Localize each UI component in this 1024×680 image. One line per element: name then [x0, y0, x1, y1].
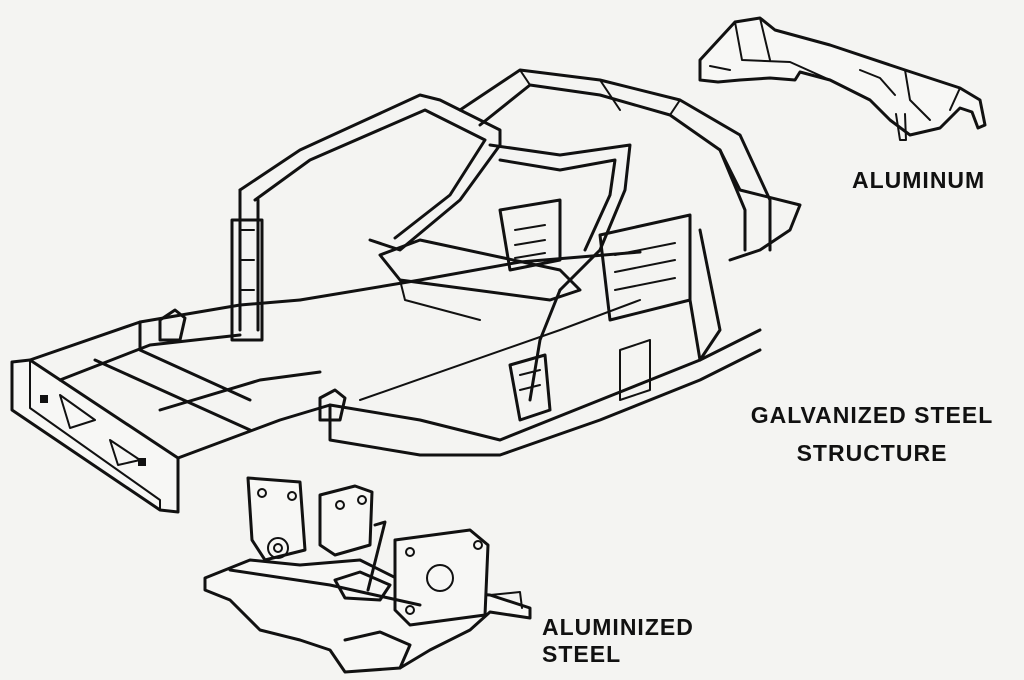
galvanized-steel-structure: [10, 68, 802, 514]
front-bumper-plate: [10, 358, 180, 514]
label-aluminized-line2: STEEL: [542, 641, 622, 667]
label-galvanized-line2: STRUCTURE: [796, 440, 948, 466]
aluminized-steel-cradle: [203, 476, 532, 674]
label-aluminized-line1: ALUMINIZED: [542, 614, 694, 640]
label-aluminum-text: ALUMINUM: [852, 167, 986, 193]
mount-plate-right: [393, 528, 490, 627]
label-galvanized-steel-structure: GALVANIZED STEEL STRUCTURE: [722, 396, 1022, 472]
label-aluminum: ALUMINUM: [852, 167, 985, 194]
mount-plate-left: [246, 476, 307, 562]
label-aluminized-steel: ALUMINIZED STEEL: [542, 614, 694, 668]
aluminum-rear-crossmember: [698, 16, 987, 141]
label-galvanized-line1: GALVANIZED STEEL: [750, 402, 994, 428]
